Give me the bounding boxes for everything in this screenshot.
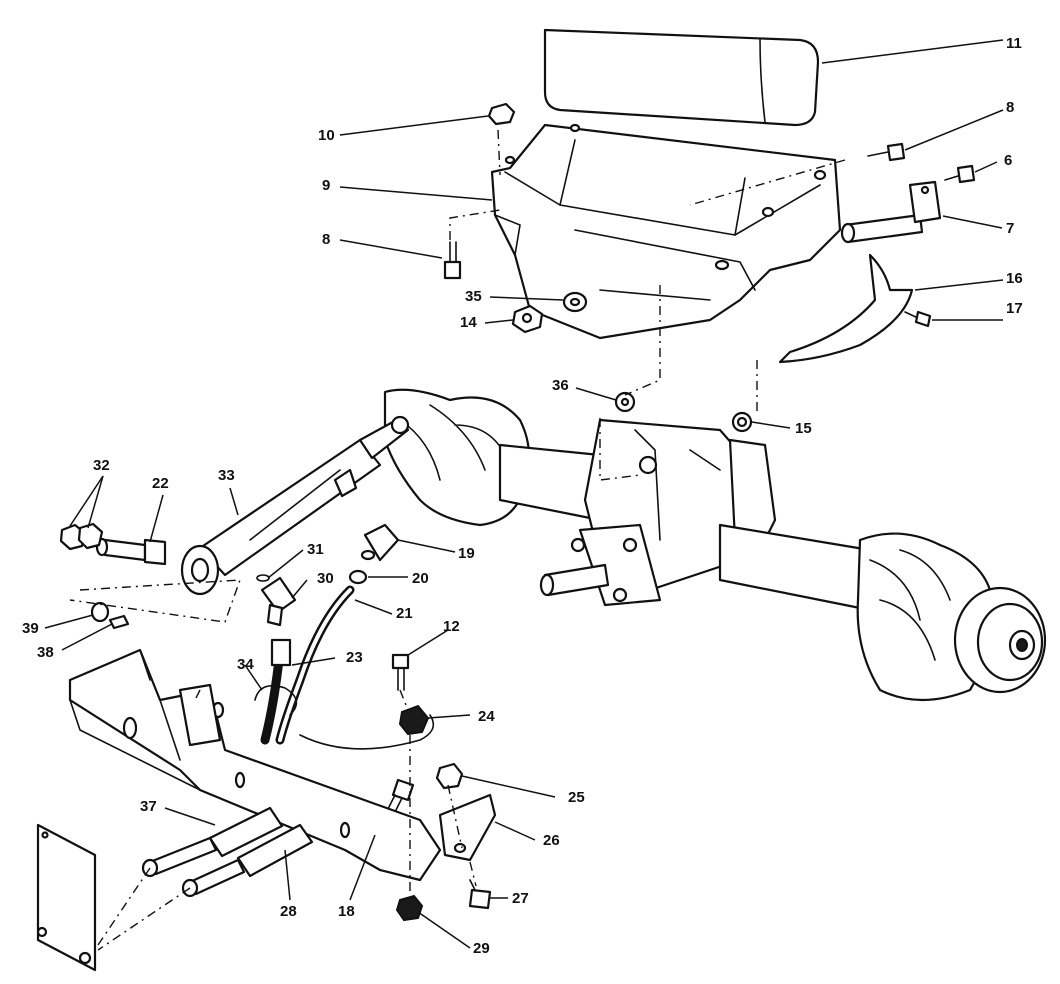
- callout-32: 33: [218, 467, 235, 484]
- callout-36: 36: [552, 377, 569, 394]
- elbow-29: [260, 576, 297, 627]
- callout-25: 25: [568, 789, 585, 806]
- callout-12: 12: [443, 618, 460, 635]
- nut-25: [435, 762, 464, 790]
- washer-36: [614, 391, 636, 413]
- callout-39: 39: [22, 620, 39, 637]
- callout-28: 29: [473, 940, 490, 957]
- callout-18: 18: [338, 903, 355, 920]
- callout-29: 30: [317, 570, 334, 587]
- seat-pan-bracket: [490, 123, 842, 340]
- bolt-8-left: [443, 241, 462, 280]
- seat-cushion: [543, 28, 820, 127]
- nuts-31: [59, 522, 104, 551]
- callout-11: 11: [1006, 35, 1022, 52]
- bolt-6: [944, 164, 976, 184]
- callout-14: 14: [460, 314, 477, 331]
- callout-27: 27: [512, 890, 529, 907]
- clip-39: [90, 601, 110, 623]
- callout-16: 16: [1006, 270, 1023, 287]
- callout-26: 26: [543, 832, 560, 849]
- transaxle-assembly: [383, 388, 1047, 702]
- side-shield: [778, 253, 914, 364]
- hydraulic-hoses: [260, 585, 435, 750]
- washer-15: [731, 411, 753, 433]
- screw-27: [468, 879, 492, 910]
- callout-37: 37: [140, 798, 157, 815]
- pivot-pin: [840, 180, 942, 244]
- nut-28: [395, 894, 424, 922]
- fitting-23: [95, 537, 167, 566]
- hydraulic-lift-cylinder: [180, 415, 410, 596]
- callout-34: 34: [237, 656, 254, 673]
- callout-35: 35: [465, 288, 482, 305]
- washer-35: [562, 291, 588, 313]
- callout-23: 22: [152, 475, 169, 492]
- elbow-19: [360, 523, 400, 562]
- frame-mount-bracket: [68, 648, 442, 882]
- o-ring-30: [256, 574, 270, 582]
- callout-7: 7: [1006, 220, 1014, 237]
- callout-9: 9: [322, 177, 330, 194]
- callout-8-right: 8: [1006, 99, 1014, 116]
- callout-22: 23: [346, 649, 363, 666]
- callout-19: 19: [458, 545, 475, 562]
- callout-6: 6: [1004, 152, 1012, 169]
- callout-24: 24: [478, 708, 495, 725]
- bolt-8-right: [867, 142, 906, 162]
- nut-14: [511, 304, 544, 334]
- callout-17: 17: [1006, 300, 1023, 317]
- leader-lines: [44, 39, 1004, 949]
- callout-31: 32: [93, 457, 110, 474]
- callout-20: 20: [412, 570, 429, 587]
- callout-21: 21: [396, 605, 413, 622]
- alignment-lines: [69, 129, 846, 951]
- callout-30: 31: [307, 541, 324, 558]
- hose-37: [141, 806, 284, 878]
- callout-33: 28: [280, 903, 297, 920]
- callout-10: 10: [318, 127, 335, 144]
- nut-24: [398, 704, 430, 736]
- plate-26: [438, 793, 497, 862]
- cover-plate: [36, 823, 97, 972]
- screw-17: [904, 310, 932, 328]
- nut-10: [487, 102, 516, 126]
- bolt-12: [391, 653, 410, 691]
- callout-38: 38: [37, 644, 54, 661]
- callout-labels: 11 8 6 7 10 9 8 16 17 35 14 36 15 32 22 …: [22, 35, 1023, 957]
- fitting-20: [348, 569, 368, 585]
- clamp-34: [254, 684, 298, 716]
- pin-38: [108, 614, 130, 630]
- callout-15: 15: [795, 420, 812, 437]
- callout-8-left: 8: [322, 231, 330, 248]
